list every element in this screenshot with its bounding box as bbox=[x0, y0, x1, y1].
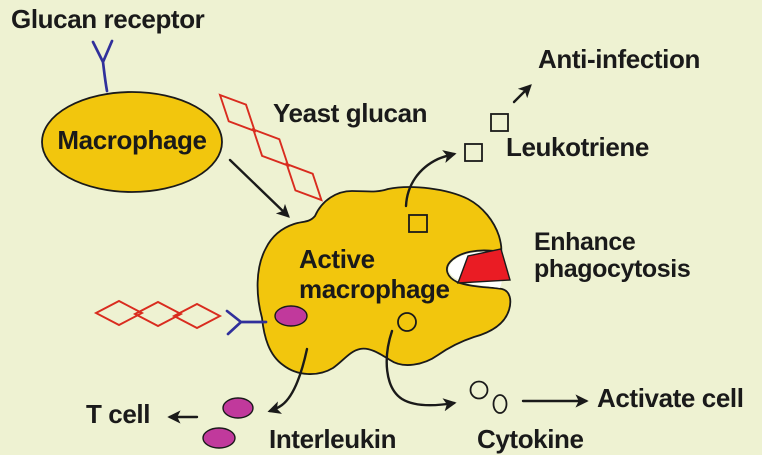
yeast-glucan-chain-horizontal-icon bbox=[93, 299, 223, 330]
bound-glucan-receptor-icon bbox=[225, 309, 268, 336]
cytokine-secretion-arrow bbox=[385, 329, 457, 412]
anti-infection-arrow bbox=[512, 84, 532, 104]
macrophage-cell bbox=[41, 91, 223, 193]
leukotriene-square-icon-3 bbox=[408, 214, 428, 233]
leukotriene-square-icon-1 bbox=[490, 113, 509, 132]
yeast-glucan-chain-diagonal-icon bbox=[218, 93, 323, 202]
active-macrophage-label: Active macrophage bbox=[299, 244, 450, 304]
interleukin-secretion-arrow bbox=[267, 347, 309, 414]
interleukin-label: Interleukin bbox=[269, 424, 397, 454]
image-bottom-border bbox=[0, 455, 762, 460]
cytokine-circle-icon-internal bbox=[397, 312, 417, 332]
activation-arrow bbox=[228, 158, 290, 218]
cytokine-label: Cytokine bbox=[477, 424, 584, 454]
leukotriene-secretion-arrow bbox=[404, 150, 457, 208]
glucan-receptor-label: Glucan receptor bbox=[11, 4, 205, 34]
enhance-phagocytosis-label: Enhance phagocytosis bbox=[534, 228, 691, 283]
anti-infection-label: Anti-infection bbox=[538, 44, 700, 74]
phagocytosed-particle-icon bbox=[456, 248, 511, 284]
cytokine-circle-icon-1 bbox=[469, 380, 489, 400]
leukotriene-label: Leukotriene bbox=[506, 132, 649, 162]
interleukin-dot-icon-internal bbox=[274, 305, 308, 327]
leukotriene-square-icon-2 bbox=[464, 143, 483, 162]
active-macrophage-cell bbox=[256, 186, 512, 375]
interleukin-dot-icon-1 bbox=[222, 397, 254, 419]
glucan-receptor-icon bbox=[91, 39, 114, 93]
t-cell-label: T cell bbox=[86, 399, 151, 429]
yeast-glucan-label: Yeast glucan bbox=[273, 98, 428, 128]
interleukin-dot-icon-2 bbox=[202, 427, 236, 449]
cytokine-circle-icon-2 bbox=[492, 394, 508, 414]
activate-cell-label: Activate cell bbox=[597, 383, 744, 413]
macrophage-label: Macrophage bbox=[57, 125, 207, 155]
